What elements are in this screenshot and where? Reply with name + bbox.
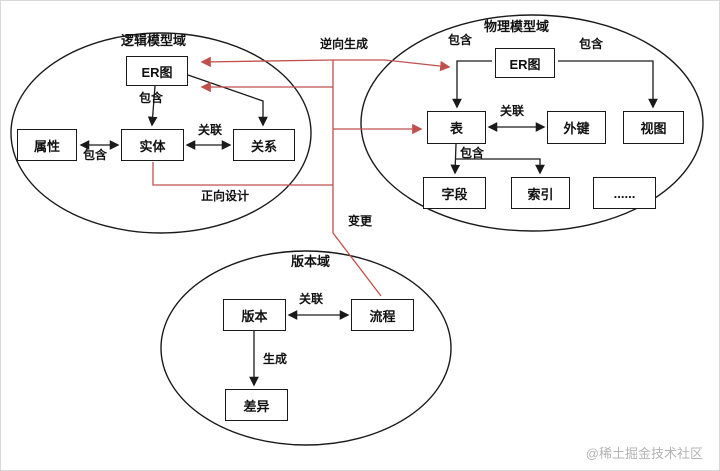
node-view: 视图 <box>623 111 684 144</box>
label-forward-design: 正向设计 <box>201 189 250 203</box>
label-reverse-generation: 逆向生成 <box>320 37 369 51</box>
label-assoc-entity-relation: 关联 <box>198 123 223 137</box>
label-contain-er-entity: 包含 <box>139 91 164 105</box>
label-contain-table-field: 包含 <box>460 146 485 160</box>
node-version: 版本 <box>223 299 286 331</box>
version-domain-title: 版本域 <box>291 254 331 269</box>
edge-per-table <box>452 60 492 109</box>
label-contain-entity-attr: 包含 <box>83 148 108 162</box>
version-domain-ellipse <box>160 250 452 446</box>
node-more: ...... <box>593 177 656 209</box>
edge-ler-relation <box>187 74 268 127</box>
label-contain-per-view: 包含 <box>579 37 604 51</box>
node-logical-er-diagram: ER图 <box>126 56 188 86</box>
edge-table-index <box>456 158 545 175</box>
label-generate: 生成 <box>263 352 288 366</box>
node-foreign-key: 外键 <box>547 111 606 144</box>
node-flow: 流程 <box>351 299 414 331</box>
edge-per-view <box>558 60 658 109</box>
node-diff: 差异 <box>225 389 288 421</box>
node-index: 索引 <box>511 177 570 209</box>
label-change: 变更 <box>348 214 373 228</box>
watermark-text: @稀土掘金技术社区 <box>585 446 703 461</box>
logical-domain-ellipse <box>10 32 312 234</box>
edge-ler-entity <box>147 85 158 127</box>
red-reverse-to-physical-er <box>333 59 451 72</box>
label-assoc-version-flow: 关联 <box>299 292 324 306</box>
node-field: 字段 <box>423 177 486 209</box>
node-relation: 关系 <box>233 129 295 161</box>
physical-domain-title: 物理模型域 <box>484 19 550 34</box>
node-physical-er-diagram: ER图 <box>495 48 555 78</box>
physical-domain-ellipse <box>360 14 704 232</box>
node-attribute: 属性 <box>17 129 77 161</box>
logical-domain-title: 逻辑模型域 <box>121 33 187 48</box>
label-contain-per-table: 包含 <box>448 33 473 47</box>
label-assoc-table-fk: 关联 <box>500 104 525 118</box>
node-entity: 实体 <box>121 129 184 161</box>
red-reverse-to-logical-er-top <box>200 56 334 68</box>
edge-table-field <box>450 143 461 175</box>
node-table: 表 <box>427 111 486 144</box>
red-from-entity <box>152 162 333 186</box>
red-trunk-change <box>332 60 382 297</box>
